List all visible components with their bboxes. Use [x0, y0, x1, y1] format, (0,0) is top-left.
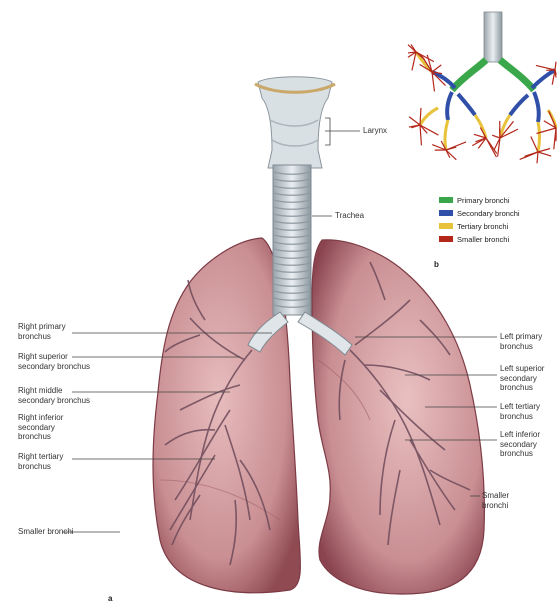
panel-label-a: a [108, 594, 112, 603]
legend-label-primary: Primary bronchi [457, 196, 510, 205]
legend-swatch-primary [439, 197, 453, 203]
label-larynx: Larynx [363, 126, 387, 136]
legend-swatch-secondary [439, 210, 453, 216]
legend-label-smaller: Smaller bronchi [457, 235, 509, 244]
legend-label-secondary: Secondary bronchi [457, 209, 520, 218]
legend-swatch-smaller [439, 236, 453, 242]
label-smaller-bronchi-left: Smaller bronchi [18, 527, 74, 537]
label-trachea: Trachea [335, 211, 364, 221]
left-lung [312, 240, 484, 594]
legend-swatch-tertiary [439, 223, 453, 229]
panel-label-b: b [434, 260, 439, 269]
legend-label-tertiary: Tertiary bronchi [457, 222, 508, 231]
inset-bronchial-tree [408, 12, 556, 163]
